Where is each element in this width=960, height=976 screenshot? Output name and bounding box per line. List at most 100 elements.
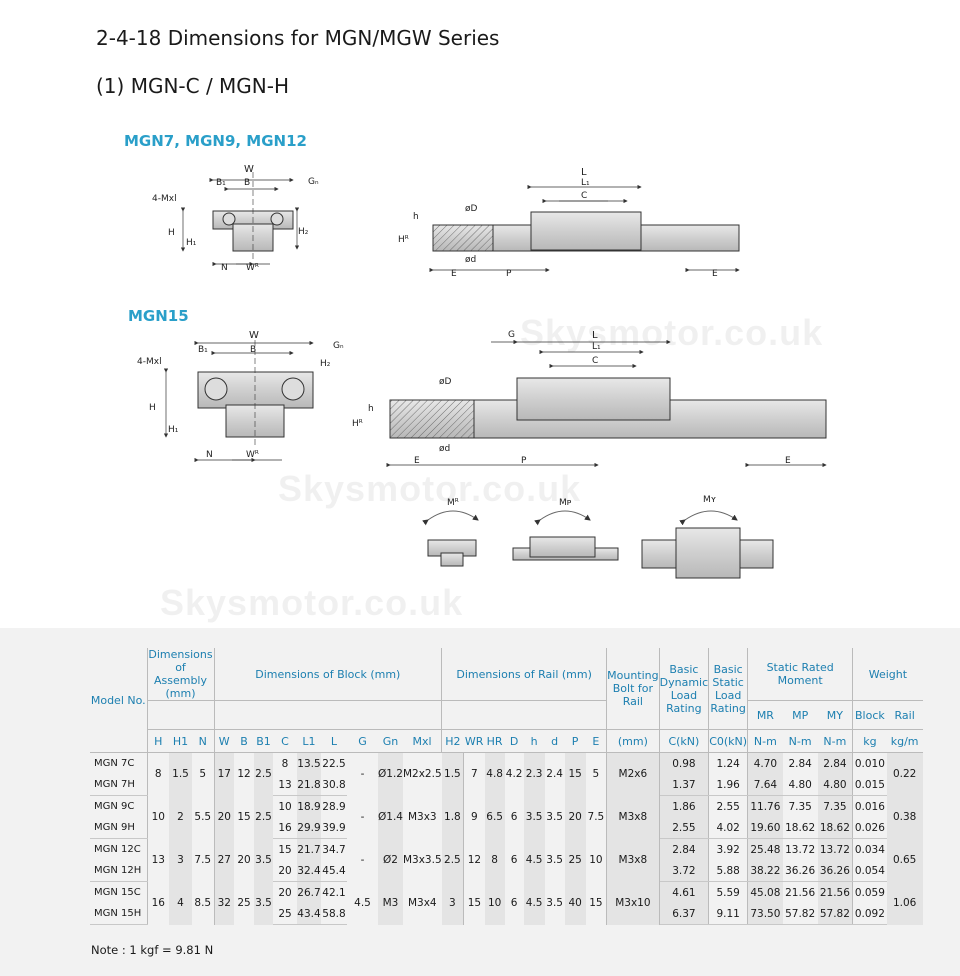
model-cell: MGN 15H: [90, 903, 148, 925]
table-cell: 20: [237, 854, 251, 866]
table-cell: 20: [214, 795, 234, 839]
dim-label-d-big: øD: [465, 204, 478, 214]
header-moment: Static Rated Moment: [747, 648, 854, 701]
unit-header-cell: H: [147, 729, 169, 753]
unit-header-cell: B: [234, 729, 254, 753]
table-cell: 9.11: [708, 903, 749, 925]
dim-label-e-left: E: [451, 269, 457, 279]
table-cell: 2.4: [546, 768, 563, 781]
unit-header-cell: N: [192, 729, 215, 753]
table-cell: 2.55: [659, 817, 710, 839]
table-cell: 16: [273, 817, 297, 839]
table-cell: 18.62: [817, 817, 854, 839]
dim-label-b-large: B: [250, 345, 256, 355]
table-cell: 4: [169, 881, 192, 925]
table-cell: 1.5: [169, 752, 192, 796]
table-cell: 21.56: [817, 881, 854, 903]
table-cell: 19.60: [747, 817, 783, 839]
dim-label-n-large: N: [206, 450, 213, 460]
table-cell: 0.054: [852, 860, 887, 882]
header-static: Basic Static Load Rating: [708, 648, 749, 730]
table-cell: 13.5: [297, 752, 321, 774]
table-cell: 45.08: [747, 881, 783, 903]
table-cell: 22.5: [322, 757, 346, 770]
header-rail-weight: Rail: [886, 700, 923, 730]
label-mr: Mᴿ: [447, 498, 459, 508]
unit-header-cell: kg/m: [886, 729, 923, 753]
header-weight: Weight: [852, 648, 923, 701]
dim-label-h1-large: H₁: [168, 425, 179, 435]
unit-header-cell: G: [347, 729, 378, 753]
dimension-drawings: W B₁ B Gₙ 4-Mxl H H₁ H₂ N Wᴿ L L₁ C øD ø…: [137, 164, 827, 579]
model-cell: MGN 12H: [90, 860, 148, 882]
dim-label-b1-large: B₁: [198, 345, 208, 355]
model-cell: MGN 9H: [90, 817, 148, 839]
header-dynamic: Basic Dynamic Load Rating: [659, 648, 710, 730]
table-cell: 5: [585, 752, 608, 796]
table-cell: 15: [585, 881, 608, 925]
table-cell: 0.016: [854, 800, 885, 813]
dim-label-d-big-large: øD: [439, 377, 452, 387]
table-cell: 8: [154, 768, 162, 781]
unit-header-cell: Gn: [378, 729, 403, 753]
table-cell: 1.06: [886, 881, 923, 925]
table-cell: 6: [510, 854, 518, 866]
table-cell: 4.5: [523, 838, 545, 882]
small-side-view: [429, 184, 740, 273]
table-cell: 4.5: [354, 897, 371, 909]
table-cell: 32.4: [297, 860, 321, 882]
dim-label-h2: H₂: [298, 227, 309, 237]
unit-header-cell: Mxl: [402, 729, 443, 753]
table-cell: 40: [564, 881, 586, 925]
table-cell: 1.5: [441, 752, 465, 796]
table-cell: 25: [564, 838, 586, 882]
dim-label-p-large: P: [521, 456, 527, 466]
table-cell: 36.26: [817, 860, 854, 882]
small-cross-section: [180, 172, 300, 267]
table-cell: 10: [585, 838, 608, 882]
table-cell: 5.88: [708, 860, 749, 882]
table-cell: 4.80: [817, 774, 854, 796]
table-cell: 57.82: [817, 903, 854, 925]
unit-note: Note : 1 kgf = 9.81 N: [91, 943, 214, 957]
table-cell: 18.62: [782, 817, 818, 839]
dim-label-b1: B₁: [216, 178, 226, 188]
table-cell: 1.86: [659, 795, 710, 817]
specification-table: Model No. Dimensions of Assembly (mm) Di…: [90, 648, 923, 925]
table-cell: 0.22: [886, 752, 923, 796]
table-cell: 0.034: [854, 843, 885, 856]
table-cell: 29.9: [297, 817, 321, 839]
table-cell: 73.50: [747, 903, 783, 925]
model-cell: MGN 9C: [90, 795, 148, 817]
unit-header-cell: kg: [852, 729, 887, 753]
table-cell: 13: [273, 774, 297, 796]
unit-header-cell: D: [504, 729, 524, 753]
header-my: MY: [817, 700, 854, 730]
table-cell: 1.24: [708, 752, 749, 774]
dim-label-h-large: H: [149, 403, 156, 413]
table-cell: 13: [151, 854, 165, 866]
model-cell: MGN 12C: [90, 838, 148, 860]
header-rail: Dimensions of Rail (mm): [441, 648, 608, 701]
table-cell: 21.8: [297, 774, 321, 796]
header-block: Dimensions of Block (mm): [214, 648, 443, 701]
table-cell: 3.5: [254, 838, 273, 882]
table-cell: 0.059: [854, 886, 885, 899]
table-cell: 27: [214, 838, 234, 882]
table-cell: 28.9: [322, 800, 346, 813]
table-cell: 2.5: [254, 752, 273, 796]
unit-header-cell: N-m: [782, 729, 818, 753]
unit-header-cell: N-m: [817, 729, 854, 753]
dim-label-gn: Gₙ: [308, 177, 319, 187]
moment-my-figure: [641, 510, 774, 579]
dim-label-h: H: [168, 228, 175, 238]
table-cell: 4.80: [782, 774, 818, 796]
unit-header-cell: C: [273, 729, 297, 753]
